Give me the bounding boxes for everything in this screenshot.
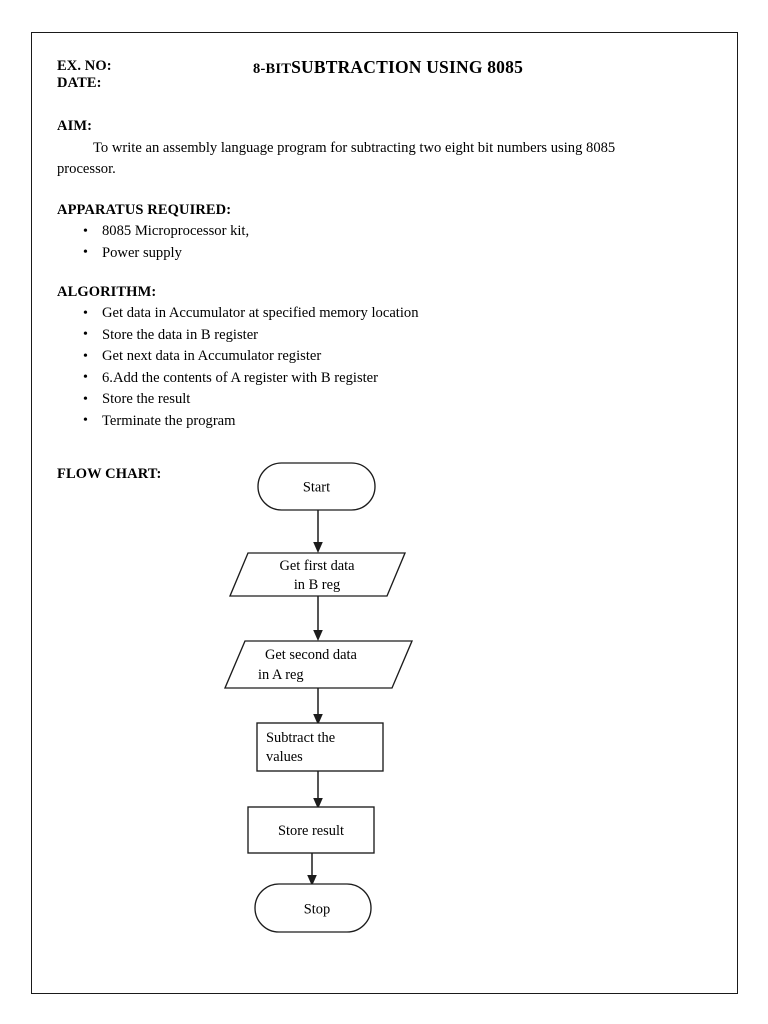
aim-heading: AIM: — [57, 118, 93, 134]
page-title-prefix: 8-BIT — [253, 61, 292, 77]
list-item: Get data in Accumulator at specified mem… — [57, 303, 657, 325]
algorithm-list: Get data in Accumulator at specified mem… — [57, 303, 657, 432]
date-label: DATE: — [57, 75, 102, 91]
page-title: 8-BITSUBTRACTION USING 8085 — [253, 57, 523, 78]
list-item: Get next data in Accumulator register — [57, 346, 657, 368]
list-item: 6.Add the contents of A register with B … — [57, 367, 657, 390]
flowchart-heading: FLOW CHART: — [57, 466, 162, 482]
page-title-main: SUBTRACTION USING 8085 — [291, 57, 524, 77]
list-item: Store the result — [57, 389, 657, 411]
list-item: Terminate the program — [57, 410, 657, 433]
document-header: EX. NO: DATE: 8-BITSUBTRACTION USING 808… — [57, 57, 657, 96]
list-item: 8085 Microprocessor kit, — [57, 221, 657, 243]
apparatus-list: 8085 Microprocessor kit, Power supply — [57, 221, 657, 264]
algorithm-heading: ALGORITHM: — [57, 284, 157, 300]
document-body: EX. NO: DATE: 8-BITSUBTRACTION USING 808… — [57, 57, 657, 483]
apparatus-heading: APPARATUS REQUIRED: — [57, 202, 232, 218]
list-item: Power supply — [57, 242, 657, 265]
page-sheet — [31, 32, 738, 994]
list-item: Store the data in B register — [57, 324, 657, 347]
aim-text: To write an assembly language program fo… — [57, 140, 616, 177]
ex-no-label: EX. NO: — [57, 58, 112, 74]
